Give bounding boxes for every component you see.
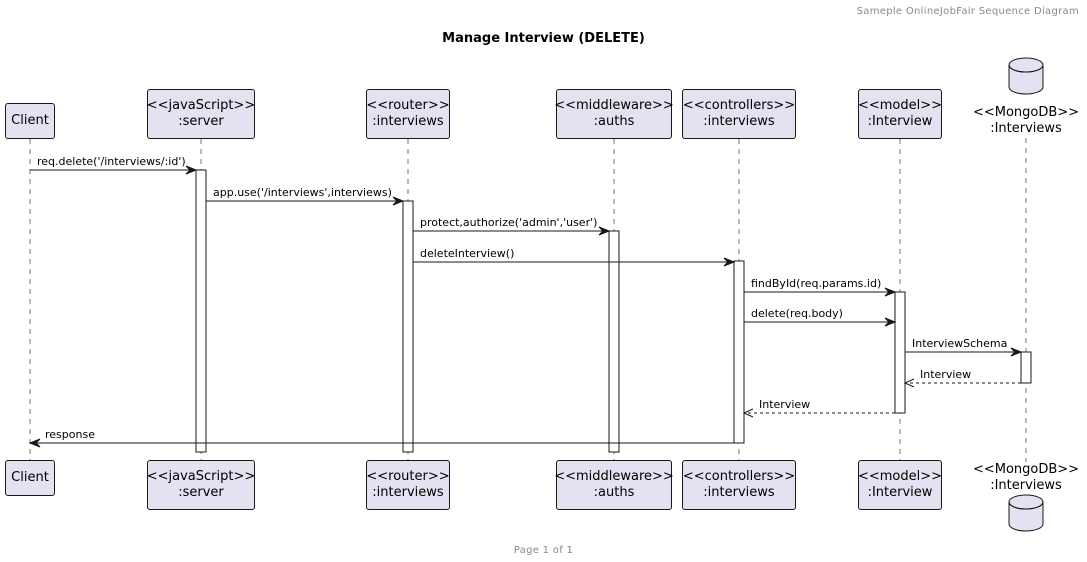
arrowhead xyxy=(884,287,897,297)
participant-router-bottom: <<router>>:interviews xyxy=(366,460,450,510)
activation-bar xyxy=(402,200,414,453)
message-label: protect,authorize('admin','user') xyxy=(420,216,597,229)
message-label: Interview xyxy=(759,398,810,411)
participant-stereotype: <<middleware>> xyxy=(554,98,674,113)
participant-name: Client xyxy=(11,113,49,128)
message-label: response xyxy=(45,428,95,441)
header-note: Sameple OnlineJobFair Sequence Diagram xyxy=(856,6,1079,17)
participant-db-top: <<MongoDB>>:Interviews xyxy=(966,105,1086,137)
arrowhead xyxy=(884,317,897,327)
arrowhead xyxy=(28,438,41,448)
participant-client-top: Client xyxy=(5,103,55,139)
participant-router-top: <<router>>:interviews xyxy=(366,89,450,139)
participant-db-bottom: <<MongoDB>>:Interviews xyxy=(966,462,1086,494)
participant-model-bottom: <<model>>:Interview xyxy=(858,460,942,510)
activation-bar xyxy=(894,291,906,414)
participant-stereotype: <<javaScript>> xyxy=(146,469,256,484)
participant-name: :server xyxy=(178,485,224,500)
activation-bar xyxy=(733,260,745,444)
participant-stereotype: <<router>> xyxy=(366,98,450,113)
participant-controllers-top: <<controllers>>:interviews xyxy=(682,89,796,139)
activation-bar xyxy=(195,169,207,453)
participant-stereotype: <<model>> xyxy=(857,98,943,113)
participant-stereotype: <<middleware>> xyxy=(554,469,674,484)
participant-name: :Interviews xyxy=(990,478,1062,493)
arrowhead xyxy=(1010,347,1023,357)
participant-stereotype: <<MongoDB>> xyxy=(972,462,1080,477)
message-label: deleteInterview() xyxy=(420,247,514,260)
participant-controllers-bottom: <<controllers>>:interviews xyxy=(682,460,796,510)
message-label: InterviewSchema xyxy=(912,337,1007,350)
message-label: req.delete('/interviews/:id') xyxy=(37,155,186,168)
message-label: findById(req.params.id) xyxy=(751,277,881,290)
database-icon xyxy=(1008,64,1044,73)
participant-name: :interviews xyxy=(372,485,444,500)
participant-name: :interviews xyxy=(703,114,775,129)
participant-client-bottom: Client xyxy=(5,460,55,496)
participant-name: :Interviews xyxy=(990,121,1062,136)
participant-name: :auths xyxy=(593,114,635,129)
database-icon xyxy=(1008,501,1044,510)
participant-name: Client xyxy=(11,470,49,485)
participant-middleware-bottom: <<middleware>>:auths xyxy=(554,460,674,510)
participant-name: :interviews xyxy=(372,114,444,129)
participant-stereotype: <<controllers>> xyxy=(682,98,796,113)
diagram-title: Manage Interview (DELETE) xyxy=(442,31,645,46)
participant-server-bottom: <<javaScript>>:server xyxy=(147,460,255,510)
database-icon xyxy=(1008,502,1044,532)
message-label: delete(req.body) xyxy=(751,307,843,320)
participant-stereotype: <<controllers>> xyxy=(682,469,796,484)
activation-bar xyxy=(608,230,620,453)
participant-stereotype: <<MongoDB>> xyxy=(972,105,1080,120)
participant-model-top: <<model>>:Interview xyxy=(858,89,942,139)
arrowhead xyxy=(185,165,198,175)
participant-server-top: <<javaScript>>:server xyxy=(147,89,255,139)
participant-name: :Interview xyxy=(867,485,933,500)
participant-stereotype: <<router>> xyxy=(366,469,450,484)
arrowhead xyxy=(903,378,915,388)
arrowhead xyxy=(392,196,405,206)
arrowhead xyxy=(598,226,611,236)
message-label: app.use('/interviews',interviews) xyxy=(213,186,392,199)
participant-name: :interviews xyxy=(703,485,775,500)
participant-stereotype: <<javaScript>> xyxy=(146,98,256,113)
page-footer: Page 1 of 1 xyxy=(513,545,574,556)
participant-middleware-top: <<middleware>>:auths xyxy=(554,89,674,139)
participant-name: :Interview xyxy=(867,114,933,129)
participant-name: :server xyxy=(178,114,224,129)
message-label: Interview xyxy=(920,368,971,381)
arrowhead xyxy=(742,408,754,418)
participant-name: :auths xyxy=(593,485,635,500)
arrowhead xyxy=(723,257,736,267)
activation-bar xyxy=(1020,351,1032,384)
database-icon xyxy=(1008,65,1044,95)
participant-stereotype: <<model>> xyxy=(857,469,943,484)
